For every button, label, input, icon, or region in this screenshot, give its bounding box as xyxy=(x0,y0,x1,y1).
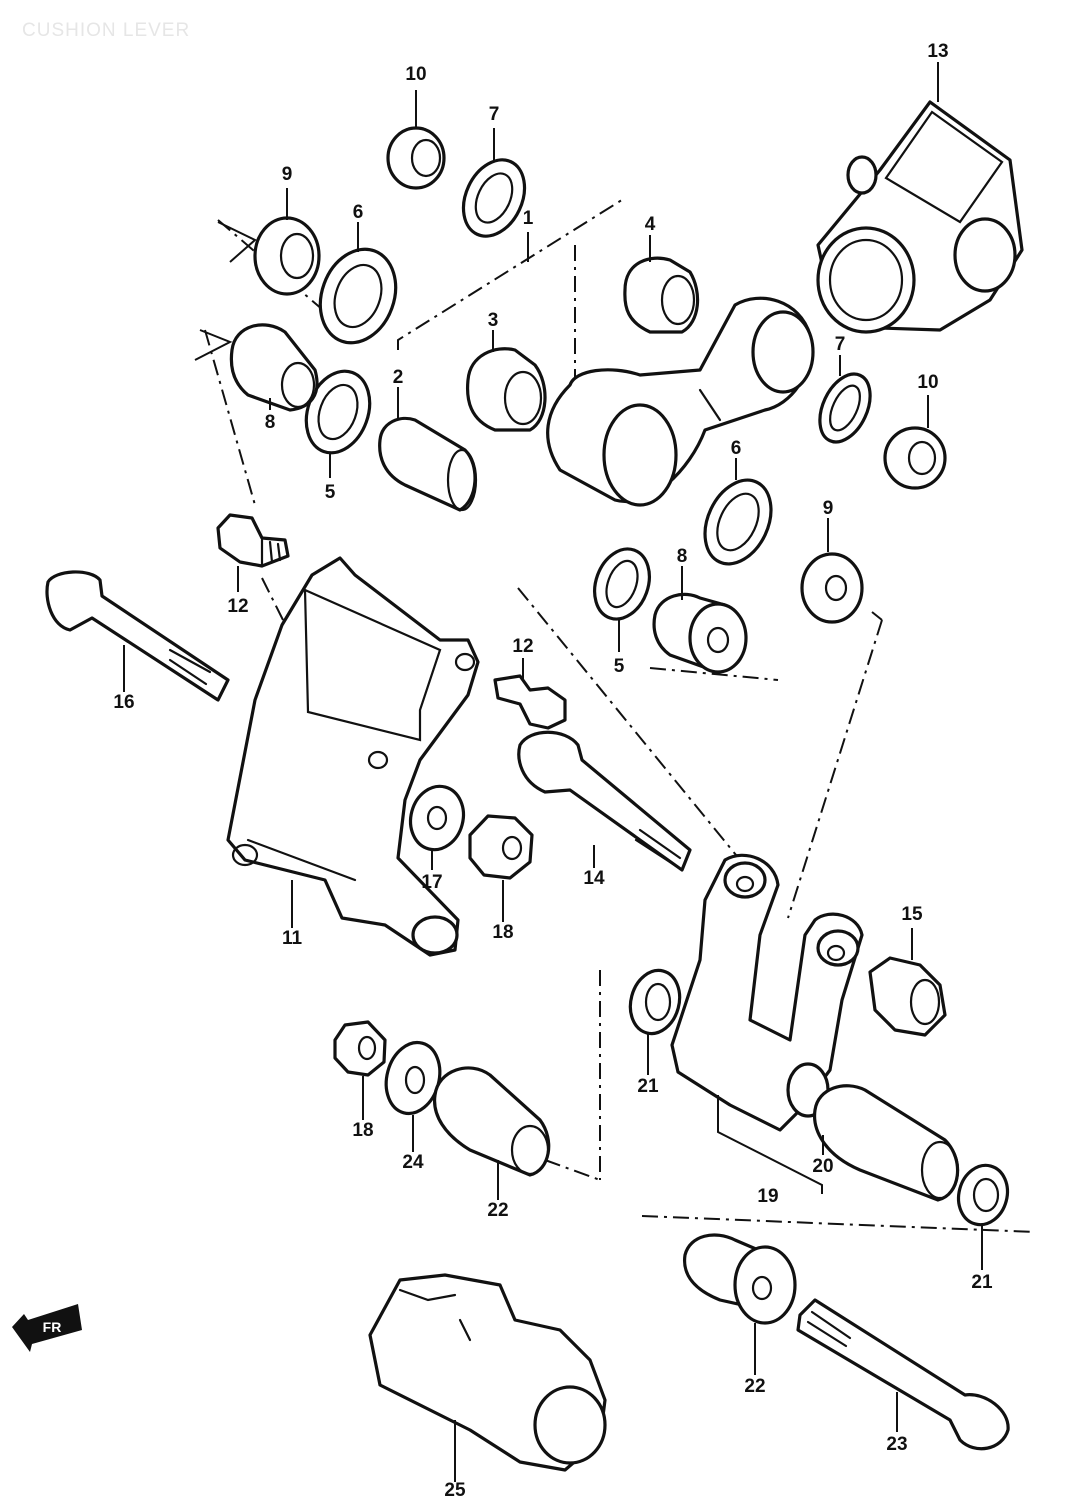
part-11-bracket xyxy=(226,556,480,957)
callout-12b: 12 xyxy=(512,636,533,657)
callout-23: 23 xyxy=(886,1434,907,1455)
callout-7b: 7 xyxy=(835,334,846,355)
part-19-cushion-lever xyxy=(670,853,864,1132)
part-12-bolt-mid xyxy=(493,674,567,730)
callout-22b: 22 xyxy=(744,1376,765,1397)
part-15-nut xyxy=(868,956,947,1037)
callout-6a: 6 xyxy=(353,202,364,223)
callout-20: 20 xyxy=(812,1156,833,1177)
callout-21a: 21 xyxy=(637,1076,659,1097)
part-10-collar-right xyxy=(883,426,947,490)
callout-numbers: 10 7 9 6 1 4 3 2 8 5 13 7 10 6 9 8 5 12 … xyxy=(113,41,993,1500)
callout-5b: 5 xyxy=(614,656,625,677)
part-2-spacer xyxy=(378,416,478,512)
part-14-bolt xyxy=(517,730,692,872)
callout-22a: 22 xyxy=(487,1200,508,1221)
callout-5a: 5 xyxy=(325,482,336,503)
part-18-nut-lower xyxy=(333,1020,387,1077)
callout-13: 13 xyxy=(927,41,948,62)
part-5-seal-right xyxy=(593,547,651,621)
callout-3: 3 xyxy=(488,310,499,331)
callout-9a: 9 xyxy=(282,164,293,185)
leader-lines xyxy=(123,62,983,1482)
callout-25: 25 xyxy=(444,1480,466,1500)
part-6-seal-left xyxy=(318,247,398,345)
callout-1: 1 xyxy=(523,208,534,229)
callout-18b: 18 xyxy=(352,1120,373,1141)
callout-9b: 9 xyxy=(823,498,834,519)
part-9-washer-right xyxy=(800,552,864,624)
front-arrow-label: FR xyxy=(43,1319,62,1335)
callout-10b: 10 xyxy=(917,372,938,393)
assembly-lines xyxy=(204,197,1036,1233)
part-4-bearing xyxy=(623,256,700,334)
callout-8b: 8 xyxy=(677,546,688,567)
callout-21b: 21 xyxy=(971,1272,993,1293)
callout-24: 24 xyxy=(402,1152,424,1173)
part-13-housing xyxy=(816,100,1024,334)
callout-10a: 10 xyxy=(405,64,426,85)
part-10-collar-top xyxy=(386,126,446,190)
part-23-bolt xyxy=(796,1298,1010,1451)
callout-14: 14 xyxy=(583,868,605,889)
part-22-collar-lower-left xyxy=(432,1066,551,1177)
callout-16: 16 xyxy=(113,692,134,713)
part-7-seal-top xyxy=(461,158,527,238)
callout-18a: 18 xyxy=(492,922,513,943)
part-21-washer-lower xyxy=(956,1163,1010,1227)
front-arrow: FR xyxy=(12,1304,82,1352)
part-18-nut-upper xyxy=(468,814,534,880)
callout-15: 15 xyxy=(901,904,923,925)
part-16-bolt xyxy=(45,570,230,702)
callout-17: 17 xyxy=(421,872,442,893)
callout-2: 2 xyxy=(393,367,404,388)
part-8-collar-left xyxy=(229,323,319,412)
callout-11: 11 xyxy=(282,928,303,949)
part-22-collar-bottom xyxy=(682,1233,797,1325)
callout-12a: 12 xyxy=(227,596,248,617)
part-3-bearing xyxy=(465,347,547,432)
part-20-spacer xyxy=(812,1084,960,1202)
diagram-title: CUSHION LEVER xyxy=(22,20,191,41)
part-8-collar-right xyxy=(652,592,748,674)
part-7-seal-right xyxy=(818,372,872,444)
part-25-cylinder xyxy=(368,1273,607,1472)
part-5-seal-left xyxy=(304,369,372,455)
part-1-cushion-rod xyxy=(546,296,815,507)
part-12-bolt-top xyxy=(216,513,290,568)
part-9-collar-left xyxy=(253,216,321,296)
part-17-washer xyxy=(408,784,466,852)
callout-4: 4 xyxy=(645,214,656,235)
callout-8a: 8 xyxy=(265,412,276,433)
callout-19: 19 xyxy=(757,1186,778,1207)
callout-7a: 7 xyxy=(489,104,500,125)
part-6-seal-right xyxy=(703,478,773,566)
part-21-washer-upper xyxy=(628,968,682,1036)
callout-6b: 6 xyxy=(731,438,742,459)
